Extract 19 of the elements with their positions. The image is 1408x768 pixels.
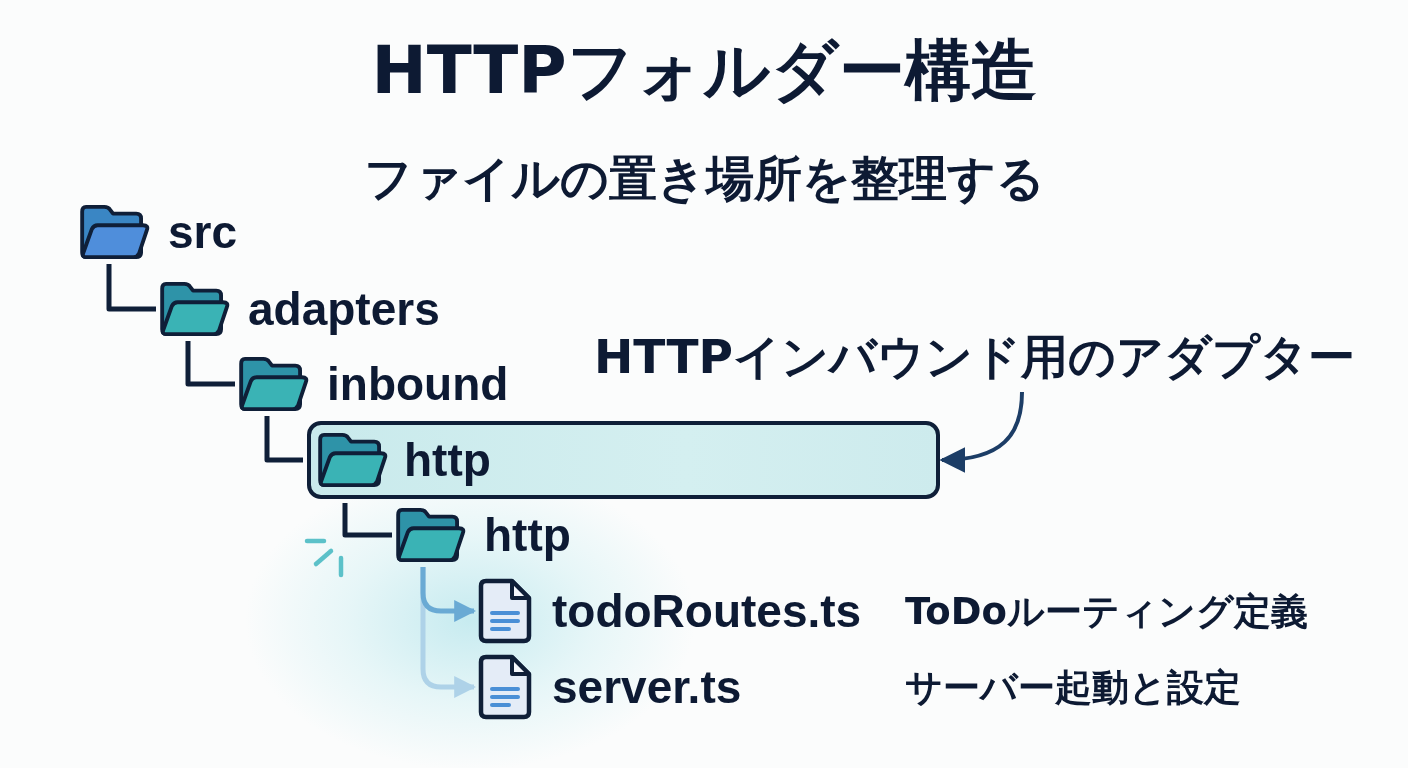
tree-line <box>264 416 303 463</box>
tree-line <box>106 264 156 312</box>
folder-name: inbound <box>327 359 509 409</box>
arrow <box>420 567 477 622</box>
folder-name: http <box>484 510 571 560</box>
highlight-box <box>307 421 940 499</box>
curved-arrow <box>939 391 1024 473</box>
description-text: ToDoルーティング定義 <box>905 591 1308 632</box>
file-name: server.ts <box>552 662 742 712</box>
tree-line <box>185 341 235 387</box>
title: HTTPフォルダー構造 <box>371 31 1037 111</box>
folder-name: http <box>404 435 491 485</box>
subtitle: ファイルの置き場所を整理する <box>363 152 1045 204</box>
description-text: サーバー起動と設定 <box>905 667 1241 708</box>
tree-line <box>342 503 392 538</box>
file-name: todoRoutes.ts <box>552 586 862 636</box>
folder-name: adapters <box>248 284 440 334</box>
callout-text: HTTPインバウンド用のアダプター <box>594 332 1355 382</box>
folder-name: src <box>168 207 238 257</box>
